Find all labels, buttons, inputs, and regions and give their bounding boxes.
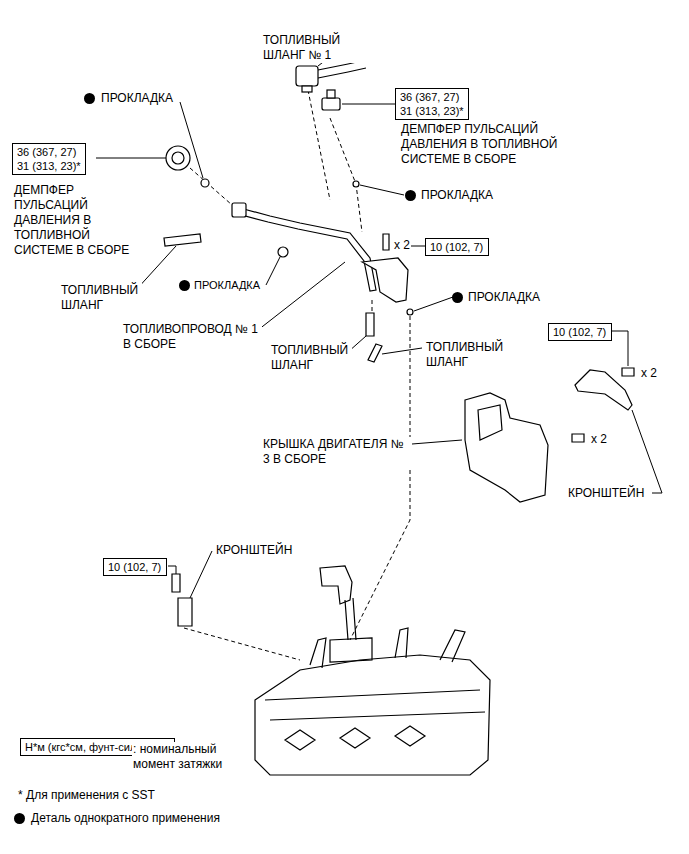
torque-box: 10 (102, 7): [425, 238, 489, 256]
part-name: КРЫШКА ДВИГАТЕЛЯ № 3 В СБОРЕ: [262, 437, 412, 467]
part-name: ПРОКЛАДКА: [467, 290, 541, 305]
legend-dot: [14, 813, 25, 824]
leader-lines: [96, 40, 662, 598]
part-name: ДЕМПФЕР ПУЛЬСАЦИЙ ДАВЛЕНИЯ В ТОПЛИВНОЙ С…: [400, 122, 582, 167]
torque-value: 31 (313, 23)*: [400, 104, 464, 118]
part-name: КРОНШТЕЙН: [567, 486, 645, 501]
torque-value: 36 (367, 27): [17, 145, 81, 159]
legend-text: Деталь однократного применения: [31, 811, 220, 826]
quantity: x 2: [590, 432, 608, 447]
engine-cover-and-brackets: [172, 368, 634, 626]
part-name: ПРОКЛАДКА: [193, 278, 261, 293]
single-use-mark: [405, 190, 416, 201]
part-name: ТОПЛИВНЫЙ ШЛАНГ: [425, 340, 507, 370]
quantity: x 2: [640, 366, 658, 381]
part-name: ТОПЛИВНЫЙ ШЛАНГ № 1: [262, 33, 376, 63]
single-use-mark: [179, 280, 190, 291]
part-name: ДЕМПФЕР ПУЛЬСАЦИЙ ДАВЛЕНИЯ В ТОПЛИВНОЙ С…: [13, 183, 147, 258]
part-name: ПРОКЛАДКА: [420, 188, 494, 203]
torque-value: 10 (102, 7): [553, 325, 607, 339]
torque-box: 36 (367, 27)31 (313, 23)*: [12, 143, 86, 175]
dashed-assembly-lines: [184, 90, 410, 660]
part-name: ПРОКЛАДКА: [100, 91, 174, 106]
torque-box: 10 (102, 7): [103, 558, 167, 576]
part-name: ТОПЛИВНЫЙ ШЛАНГ: [270, 343, 352, 373]
note: * Для применения с SST: [17, 788, 156, 803]
single-use-mark: [84, 93, 95, 104]
note: : номинальный момент затяжки: [132, 742, 252, 772]
part-name: КРОНШТЕЙН: [215, 543, 293, 558]
torque-box: 36 (367, 27)31 (313, 23)*: [395, 88, 469, 120]
part-name: ТОПЛИВОПРОВОД № 1 В СБОРЕ: [122, 322, 262, 352]
torque-value: 36 (367, 27): [400, 90, 464, 104]
torque-value: 31 (313, 23)*: [17, 159, 81, 173]
quantity: x 2: [393, 238, 411, 253]
torque-value: 10 (102, 7): [430, 240, 484, 254]
part-name: ТОПЛИВНЫЙ ШЛАНГ: [60, 283, 142, 313]
torque-value: 10 (102, 7): [108, 560, 162, 574]
torque-box: 10 (102, 7): [548, 323, 612, 341]
single-use-mark: [452, 292, 463, 303]
fuel-parts: [164, 60, 413, 362]
engine-illustration: [255, 566, 490, 775]
